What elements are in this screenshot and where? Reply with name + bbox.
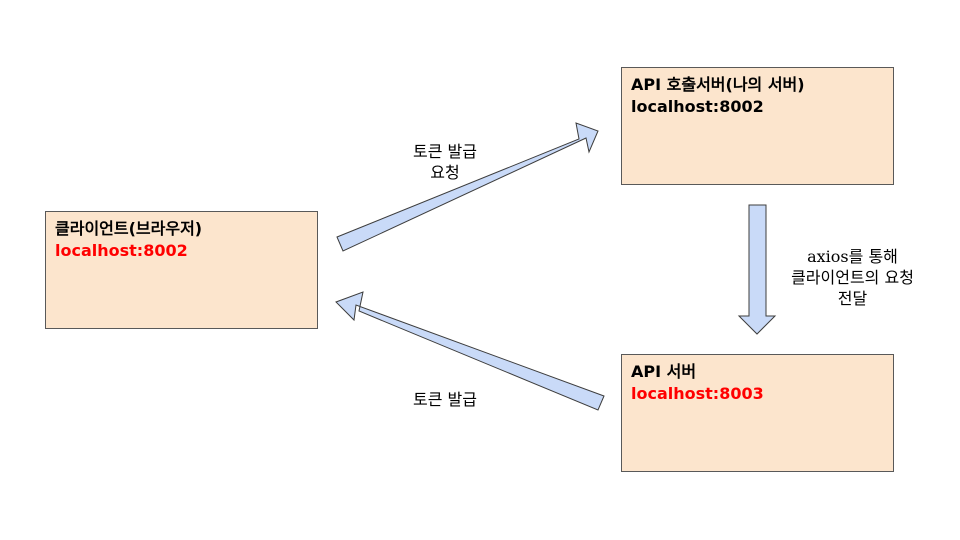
client-title: 클라이언트(브라우저) [55,219,203,238]
request-label: 토큰 발급 요청 [395,141,495,183]
client-host: localhost:8002 [55,241,188,260]
request-label-line1: 토큰 발급 [413,142,477,161]
api-server-title: API 서버 [631,362,697,381]
forward-label-line2: 클라이언트의 요청 [791,268,914,287]
arrow-forward [737,204,777,335]
forward-label-line3: 전달 [837,289,868,308]
forward-label: axios를 통해 클라이언트의 요청 전달 [765,246,940,309]
issue-label: 토큰 발급 [395,389,495,410]
api-server-node: API 서버 localhost:8003 [621,354,894,472]
issue-label-line1: 토큰 발급 [413,390,477,409]
api-server-host: localhost:8003 [631,384,764,403]
arrow-issue [335,291,605,411]
caller-server-host: localhost:8002 [631,97,764,116]
caller-server-node: API 호출서버(나의 서버) localhost:8002 [621,67,894,185]
arrow-request [336,122,599,252]
forward-label-line1: axios를 통해 [807,247,898,266]
request-label-line2: 요청 [430,163,460,182]
client-node: 클라이언트(브라우저) localhost:8002 [45,211,318,329]
caller-server-title: API 호출서버(나의 서버) [631,75,805,94]
